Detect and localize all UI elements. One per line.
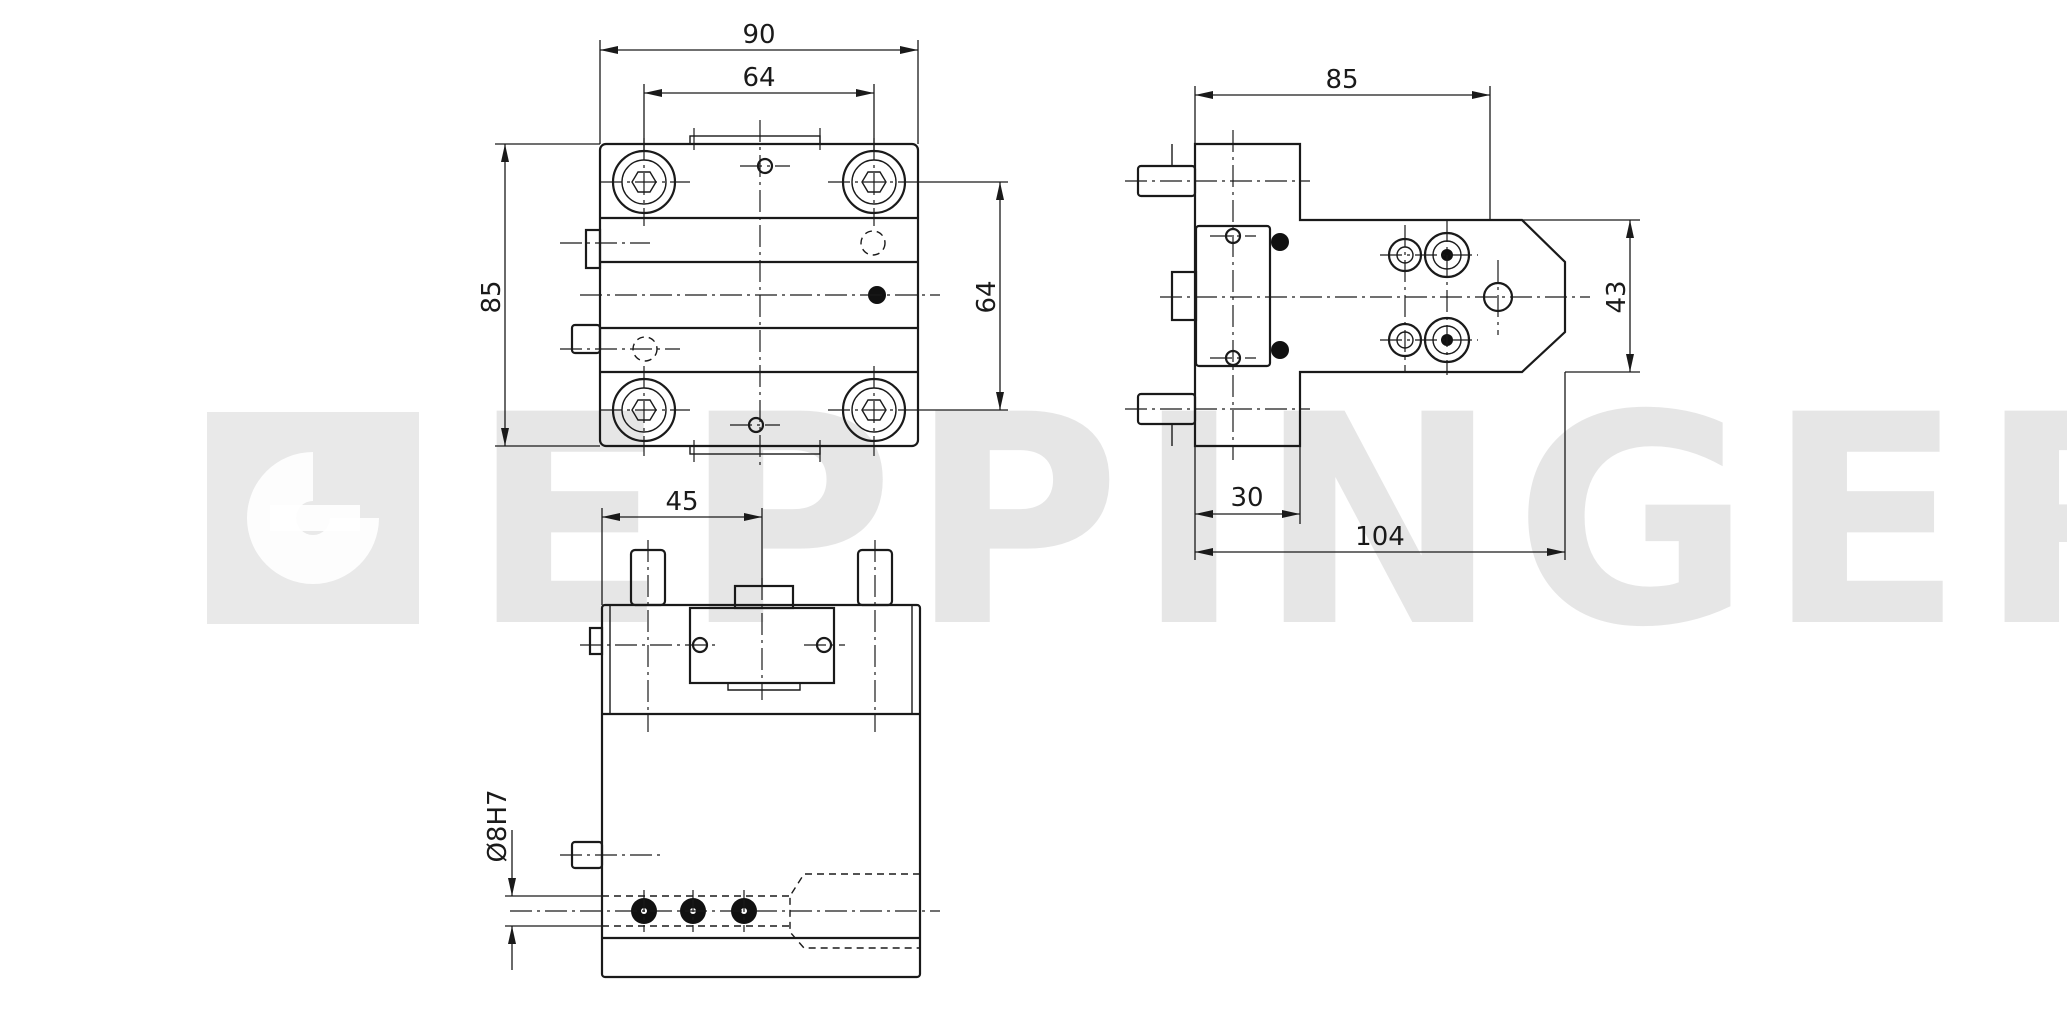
watermark-logo-bar	[270, 505, 360, 531]
side-grease-nipple-icon	[1271, 341, 1289, 359]
watermark-text: EPPINGER	[470, 354, 2067, 691]
bottom-view: 45 Ø8H7	[483, 487, 940, 979]
dim-offset-45: 45	[665, 487, 698, 517]
dim-height-85: 85	[477, 280, 507, 313]
dim-bore-8H7: Ø8H7	[483, 789, 513, 862]
dim-bolt-spacing-64: 64	[742, 63, 775, 93]
dim-total-104: 104	[1355, 522, 1405, 552]
dim-length-85: 85	[1325, 65, 1358, 95]
side-grease-nipple-icon	[1271, 233, 1289, 251]
dim-shank-30: 30	[1230, 483, 1263, 513]
watermark-logo-mark	[247, 452, 379, 584]
front-view: 90 64 85 64	[477, 20, 1008, 468]
dim-inner-height-64: 64	[972, 280, 1002, 313]
dim-tool-height-43: 43	[1602, 280, 1632, 313]
watermark: EPPINGER	[207, 354, 2067, 691]
front-hidden-hole-icon	[860, 230, 886, 256]
dim-width-90: 90	[742, 20, 775, 50]
hidden-bore	[789, 873, 920, 949]
bottom-view-body	[600, 603, 922, 979]
side-view: 85 30 104 43	[1125, 65, 1640, 560]
side-view-body	[1193, 142, 1567, 448]
